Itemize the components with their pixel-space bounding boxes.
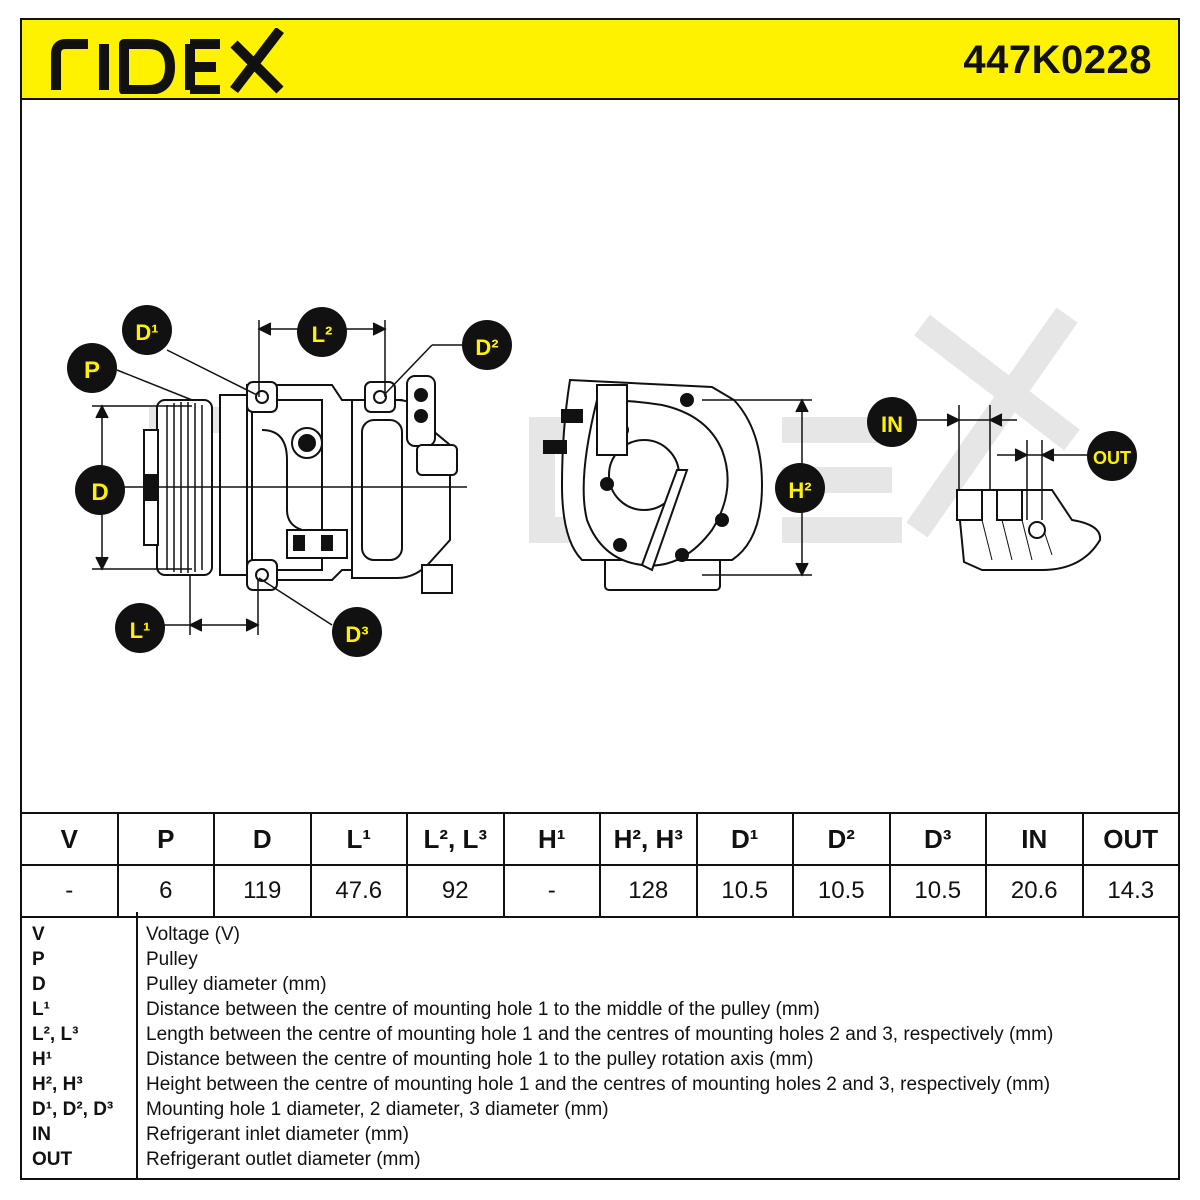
legend-description: Voltage (V) xyxy=(146,924,240,945)
spec-value: 92 xyxy=(406,864,505,918)
legend-row: D Pulley diameter (mm) xyxy=(22,972,1182,997)
spec-value: 10.5 xyxy=(695,864,794,918)
spec-value: 10.5 xyxy=(792,864,891,918)
spec-header: L², L³ xyxy=(406,812,505,866)
port-section-view xyxy=(955,489,1102,571)
spec-value: 20.6 xyxy=(985,864,1084,918)
legend-symbol: L¹ xyxy=(32,999,50,1020)
part-number: 447K0228 xyxy=(963,38,1152,82)
callout-d2: D² xyxy=(462,320,512,370)
legend-row: L¹ Distance between the centre of mounti… xyxy=(22,997,1182,1022)
compressor-side-view xyxy=(143,375,458,594)
spec-value: 119 xyxy=(213,864,312,918)
callout-out: OUT xyxy=(1087,431,1137,481)
spec-value: 6 xyxy=(116,864,215,918)
spec-header-row: V P D L¹ L², L³ H¹ H², H³ D¹ D² D³ IN OU… xyxy=(20,812,1180,866)
legend-symbol: D¹, D², D³ xyxy=(32,1099,114,1120)
legend-description: Pulley xyxy=(146,949,198,970)
svg-text:D¹: D¹ xyxy=(135,320,158,345)
legend-row: H¹ Distance between the centre of mounti… xyxy=(22,1047,1182,1072)
legend-description: Pulley diameter (mm) xyxy=(146,974,327,995)
legend-symbol: P xyxy=(32,949,45,970)
legend-row: V Voltage (V) xyxy=(22,922,1182,947)
legend-description: Height between the centre of mounting ho… xyxy=(146,1074,1051,1095)
svg-text:L¹: L¹ xyxy=(130,618,151,643)
legend-symbol: IN xyxy=(32,1124,51,1145)
legend-row: OUT Refrigerant outlet diameter (mm) xyxy=(22,1147,1182,1172)
spec-value-row: - 6 119 47.6 92 - 128 10.5 10.5 10.5 20.… xyxy=(20,864,1180,918)
legend-symbol: D xyxy=(32,974,46,995)
legend-row: P Pulley xyxy=(22,947,1182,972)
svg-text:H²: H² xyxy=(788,478,811,503)
legend-symbol: H¹ xyxy=(32,1049,53,1070)
legend-description: Mounting hole 1 diameter, 2 diameter, 3 … xyxy=(146,1099,609,1120)
legend-divider xyxy=(136,912,138,1178)
callout-d3: D³ xyxy=(332,607,382,657)
spec-header: D³ xyxy=(888,812,987,866)
svg-text:P: P xyxy=(84,357,100,384)
svg-text:D: D xyxy=(91,479,108,506)
spec-value: 14.3 xyxy=(1081,864,1180,918)
callout-d1: D¹ xyxy=(122,305,172,355)
callout-p: P xyxy=(67,343,117,393)
legend-symbol: V xyxy=(32,924,45,945)
dimension-lines-side xyxy=(92,320,477,635)
legend-row: D¹, D², D³ Mounting hole 1 diameter, 2 d… xyxy=(22,1097,1182,1122)
callout-l1: L¹ xyxy=(115,603,165,653)
legend-symbol: L², L³ xyxy=(32,1024,79,1045)
spec-header: D xyxy=(213,812,312,866)
technical-drawing: P D¹ L² D² D L¹ D³ H² IN OUT xyxy=(67,305,1137,657)
spec-value: 128 xyxy=(599,864,698,918)
legend-symbol: H², H³ xyxy=(32,1074,83,1095)
spec-header: D¹ xyxy=(695,812,794,866)
legend: V Voltage (V) P Pulley D Pulley diameter… xyxy=(20,912,1180,1180)
legend-description: Refrigerant outlet diameter (mm) xyxy=(146,1149,421,1170)
spec-value: - xyxy=(502,864,601,918)
svg-text:L²: L² xyxy=(312,322,333,347)
spec-header: H¹ xyxy=(502,812,601,866)
spec-header: D² xyxy=(792,812,891,866)
specification-table: V P D L¹ L², L³ H¹ H², H³ D¹ D² D³ IN OU… xyxy=(20,812,1180,918)
spec-header: OUT xyxy=(1081,812,1180,866)
spec-value: 47.6 xyxy=(309,864,408,918)
callout-h2: H² xyxy=(775,463,825,513)
spec-header: H², H³ xyxy=(599,812,698,866)
svg-text:D³: D³ xyxy=(345,622,368,647)
spec-header: P xyxy=(116,812,215,866)
header-bar: 447K0228 xyxy=(20,18,1180,100)
spec-value: 10.5 xyxy=(888,864,987,918)
ridex-logo xyxy=(51,28,284,94)
spec-header: L¹ xyxy=(309,812,408,866)
legend-symbol: OUT xyxy=(32,1149,73,1170)
spec-value: - xyxy=(20,864,119,918)
legend-description: Length between the centre of mounting ho… xyxy=(146,1024,1054,1045)
legend-row: L², L³ Length between the centre of moun… xyxy=(22,1022,1182,1047)
spec-header: IN xyxy=(985,812,1084,866)
callout-l2: L² xyxy=(297,307,347,357)
svg-text:D²: D² xyxy=(475,335,498,360)
legend-row: IN Refrigerant inlet diameter (mm) xyxy=(22,1122,1182,1147)
legend-description: Refrigerant inlet diameter (mm) xyxy=(146,1124,409,1145)
legend-row: H², H³ Height between the centre of moun… xyxy=(22,1072,1182,1097)
svg-text:OUT: OUT xyxy=(1093,448,1131,468)
callout-d: D xyxy=(75,465,125,515)
dimension-lines-ports xyxy=(907,405,1087,520)
svg-text:IN: IN xyxy=(881,412,903,437)
spec-header: V xyxy=(20,812,119,866)
compressor-front-view xyxy=(543,378,764,591)
legend-description: Distance between the centre of mounting … xyxy=(146,1049,814,1070)
legend-description: Distance between the centre of mounting … xyxy=(146,999,820,1020)
callout-in: IN xyxy=(867,397,917,447)
